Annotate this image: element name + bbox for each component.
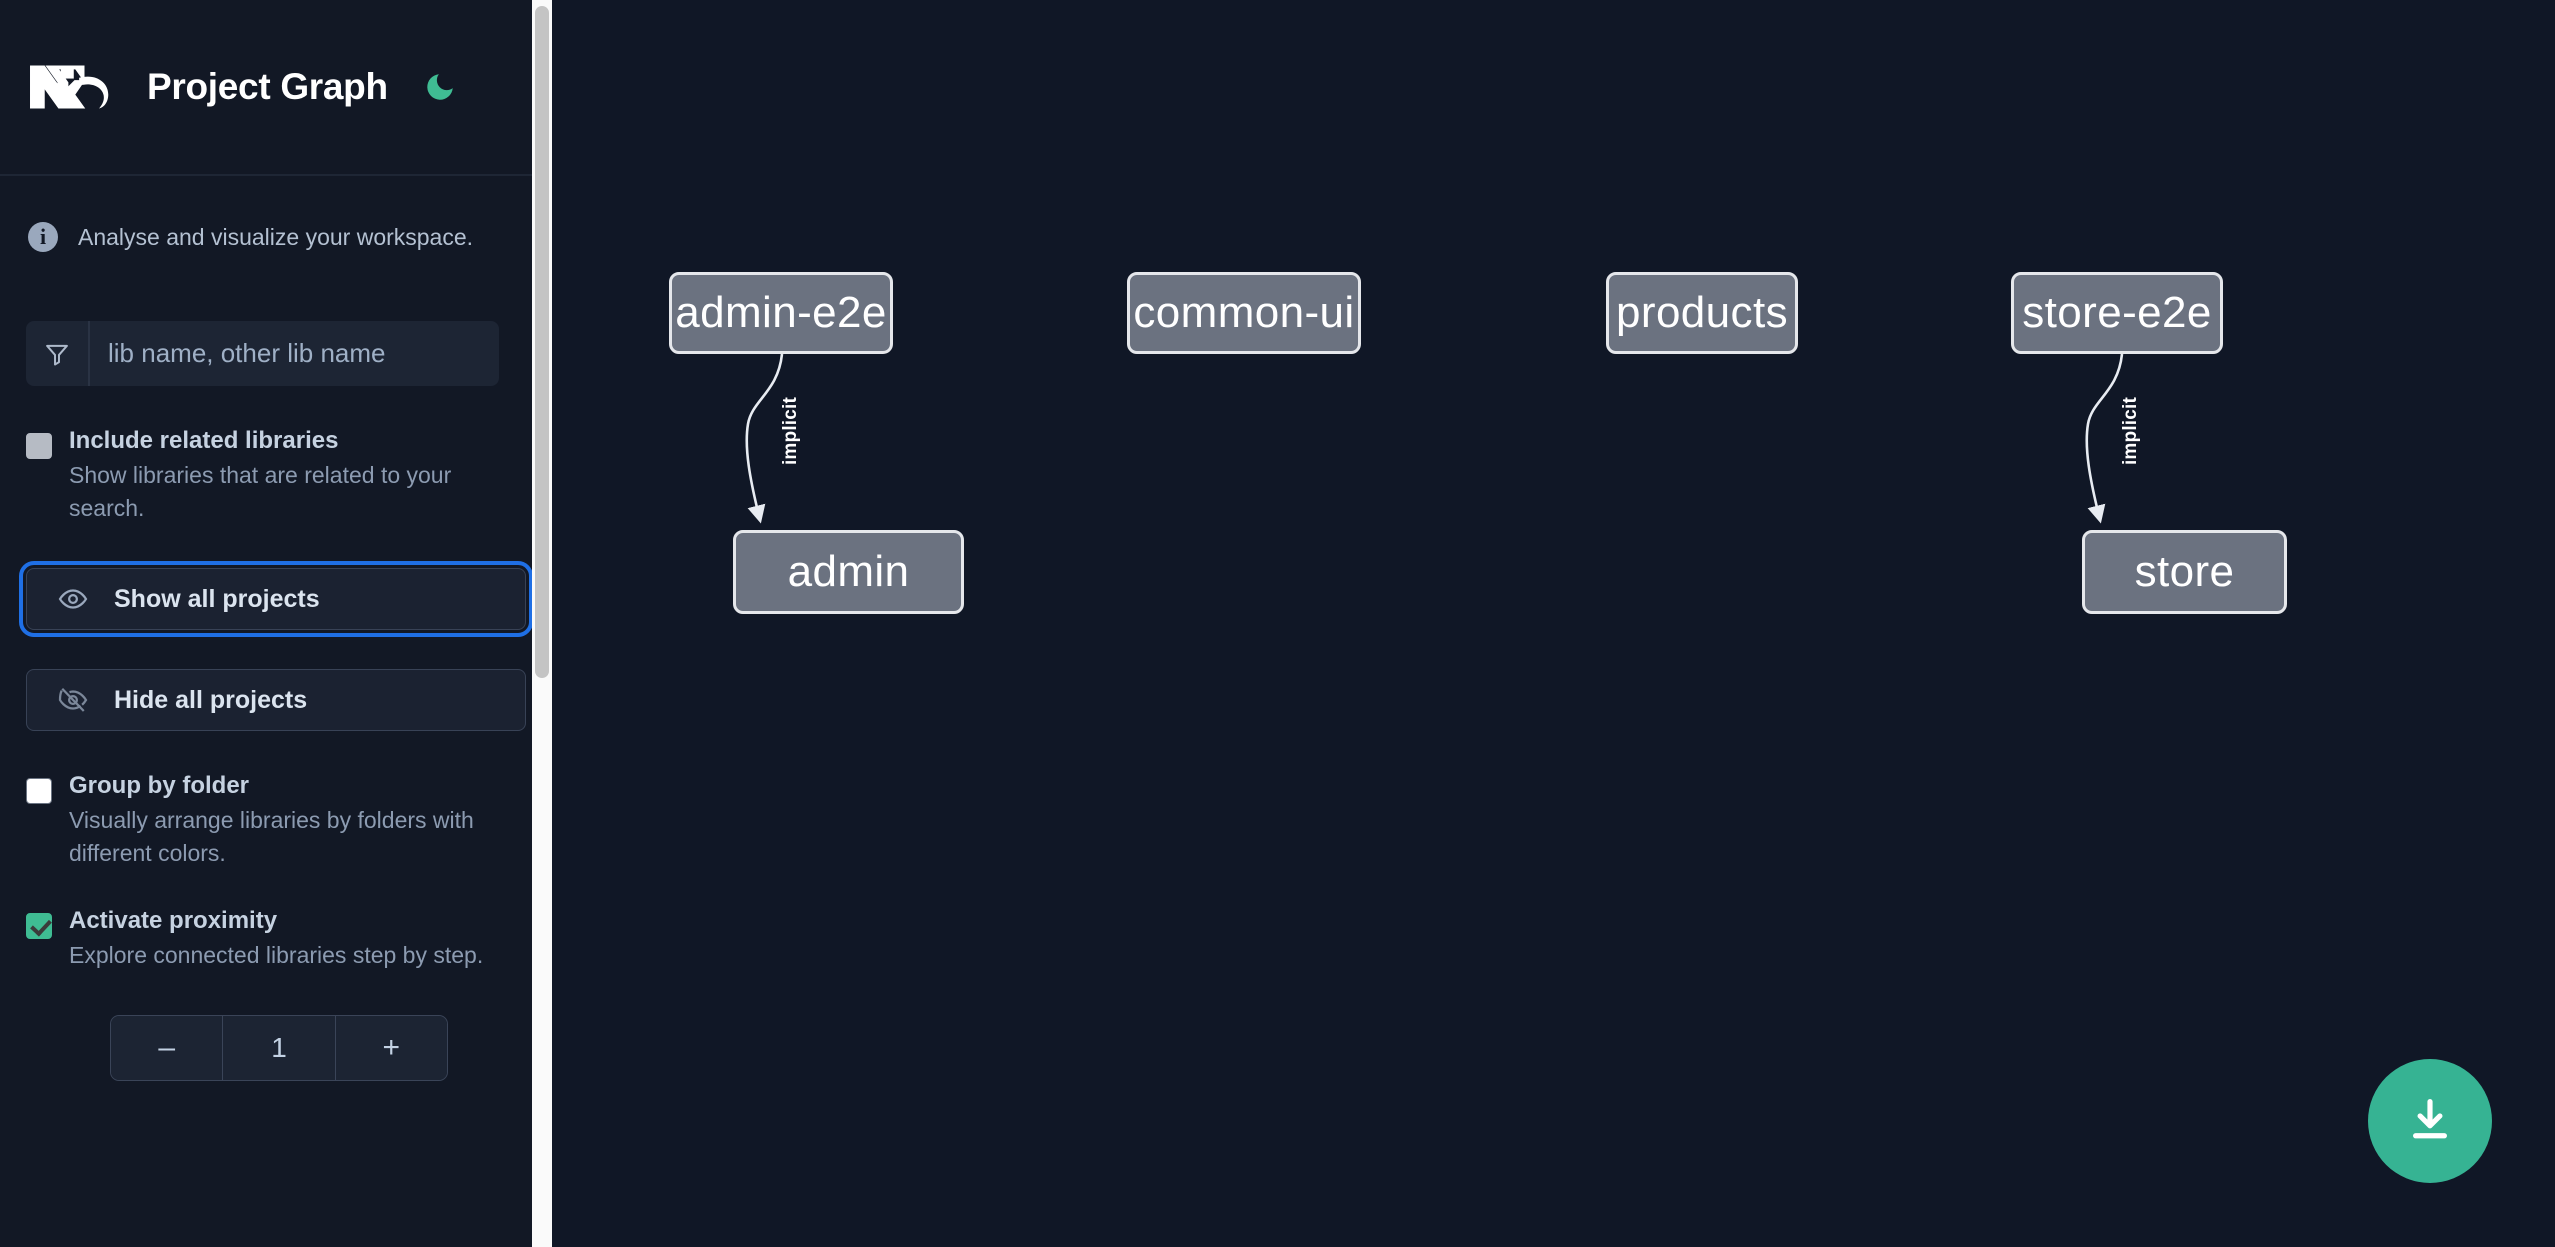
info-icon: i [28, 222, 58, 252]
download-icon [2403, 1093, 2457, 1150]
graph-node-products[interactable]: products [1606, 272, 1798, 354]
eye-off-icon [55, 685, 91, 715]
proximity-stepper: – 1 + [110, 1015, 448, 1082]
show-all-projects-label: Show all projects [114, 584, 320, 613]
graph-node-label: products [1616, 288, 1788, 337]
filter-funnel-icon [26, 321, 90, 386]
sidebar-header: Project Graph [0, 0, 552, 176]
edge-store-e2e-to-store [2085, 353, 2124, 524]
graph-canvas[interactable]: admin-e2e common-ui products store-e2e a… [552, 0, 2555, 1247]
graph-node-label: store-e2e [2022, 288, 2212, 337]
workspace-info-text: Analyse and visualize your workspace. [78, 223, 474, 250]
proximity-increment-button[interactable]: + [335, 1016, 447, 1081]
option-include-related-libraries[interactable]: Include related libraries Show libraries… [0, 426, 552, 524]
search-input[interactable] [90, 321, 499, 386]
graph-node-store[interactable]: store [2082, 530, 2287, 614]
include-related-libraries-description: Show libraries that are related to your … [69, 462, 452, 521]
graph-node-label: common-ui [1133, 288, 1355, 337]
page-title: Project Graph [147, 66, 388, 107]
eye-icon [55, 584, 91, 614]
include-related-libraries-checkbox[interactable] [26, 433, 52, 459]
download-image-button[interactable] [2368, 1059, 2492, 1183]
search-field-wrapper[interactable] [26, 321, 499, 386]
graph-node-admin[interactable]: admin [733, 530, 964, 614]
edge-admin-e2e-to-admin [745, 353, 784, 524]
graph-node-label: store [2134, 547, 2235, 596]
proximity-decrement-button[interactable]: – [111, 1016, 223, 1081]
include-related-libraries-label: Include related libraries [69, 427, 339, 454]
graph-node-store-e2e[interactable]: store-e2e [2011, 272, 2223, 354]
group-by-folder-checkbox[interactable] [26, 778, 52, 805]
hide-all-projects-label: Hide all projects [114, 685, 308, 714]
graph-node-common-ui[interactable]: common-ui [1127, 272, 1361, 354]
project-visibility-actions: Show all projects Hide all projects [19, 561, 533, 732]
activate-proximity-label: Activate proximity [69, 906, 278, 934]
graph-node-label: admin [787, 547, 910, 596]
graph-node-admin-e2e[interactable]: admin-e2e [669, 272, 893, 354]
graph-edges-layer [745, 353, 2124, 524]
group-by-folder-description: Visually arrange libraries by folders wi… [69, 807, 474, 866]
option-group-by-folder[interactable]: Group by folder Visually arrange librari… [0, 771, 552, 869]
sidebar-scrollbar-thumb[interactable] [535, 6, 549, 678]
activate-proximity-checkbox[interactable] [26, 912, 52, 939]
hide-all-projects-button[interactable]: Hide all projects [26, 669, 526, 732]
show-all-projects-button[interactable]: Show all projects [19, 561, 533, 638]
group-by-folder-label: Group by folder [69, 772, 249, 800]
graph-node-label: admin-e2e [675, 288, 887, 337]
proximity-value: 1 [222, 1016, 336, 1081]
sidebar-scrollbar[interactable] [532, 0, 552, 1247]
sidebar: Project Graph i Analyse and visualize yo… [0, 0, 552, 1247]
nx-logo-icon [27, 56, 119, 118]
workspace-info: i Analyse and visualize your workspace. [0, 201, 552, 273]
activate-proximity-description: Explore connected libraries step by step… [69, 941, 484, 968]
option-activate-proximity[interactable]: Activate proximity Explore connected lib… [0, 906, 552, 972]
moon-icon[interactable] [420, 67, 460, 107]
